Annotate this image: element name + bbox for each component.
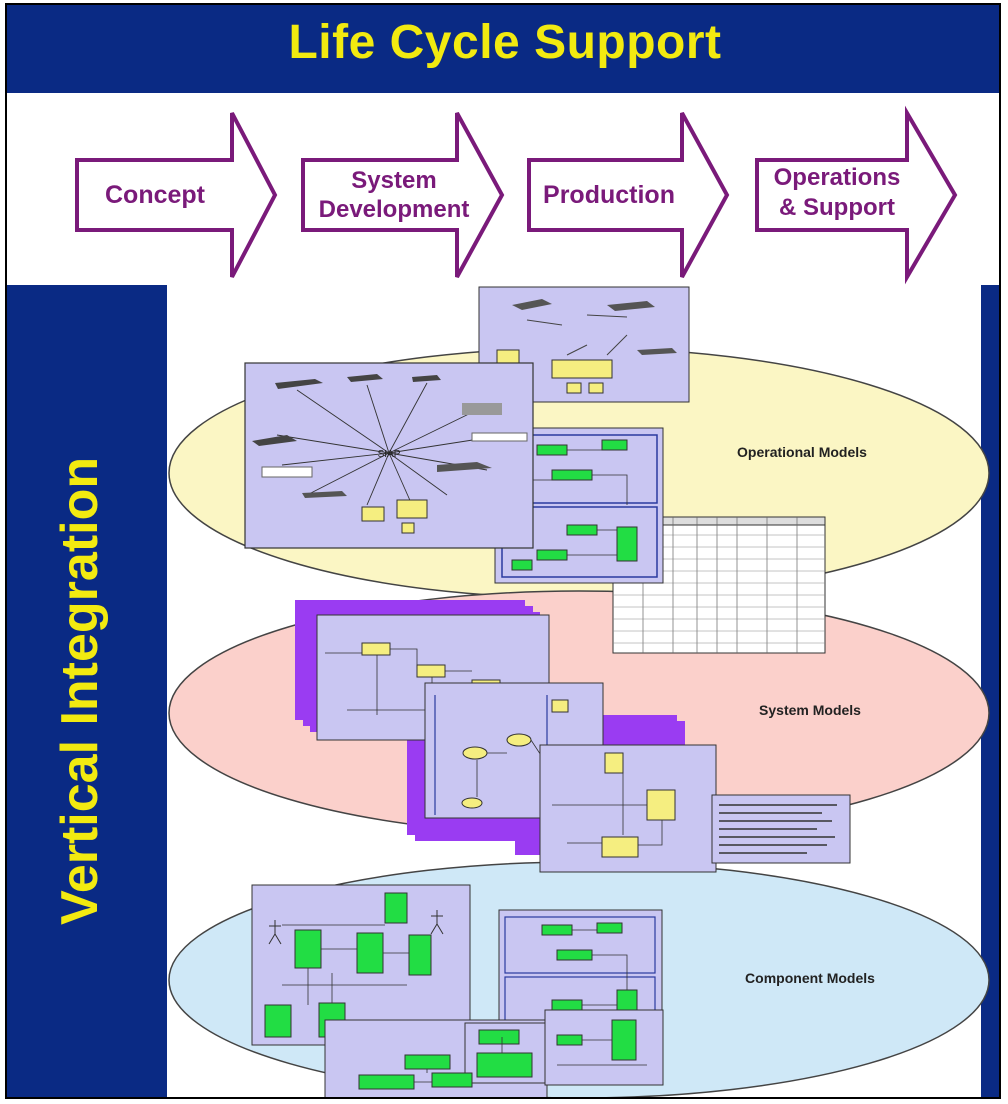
component-models-label: Component Models xyxy=(745,970,875,986)
system-component-diagram xyxy=(539,744,717,873)
operational-models-label: Operational Models xyxy=(737,444,867,460)
component-deployment-diagram xyxy=(324,1019,548,1097)
phase-label-operations: Operations xyxy=(774,164,901,191)
left-band xyxy=(7,285,167,1097)
phase-arrow-operations-support: Operations & Support xyxy=(755,105,958,285)
slide-title: Life Cycle Support xyxy=(288,16,722,69)
phase-label-concept: Concept xyxy=(105,181,206,209)
phase-label-production: Production xyxy=(543,181,675,209)
phase-label-support: & Support xyxy=(779,194,895,221)
siap-hub-label: SIAP xyxy=(378,449,401,460)
slide-frame: Life Cycle Support Vertical Integration … xyxy=(5,3,1001,1099)
component-subsystem-diagram xyxy=(544,1009,664,1086)
operational-concept-graphic: SIAP xyxy=(244,362,534,549)
diagram-canvas: Concept System Development Production Op… xyxy=(75,105,990,1097)
system-text-document xyxy=(711,794,851,864)
system-models-label: System Models xyxy=(759,702,861,718)
component-class-diagram xyxy=(251,884,471,1046)
phase-arrow-production: Production xyxy=(527,112,730,278)
phase-arrow-concept: Concept xyxy=(75,112,278,278)
phase-label-system: System xyxy=(351,167,436,194)
phase-arrow-system-development: System Development xyxy=(301,112,505,278)
phase-label-development: Development xyxy=(319,196,470,223)
title-banner xyxy=(7,5,999,93)
